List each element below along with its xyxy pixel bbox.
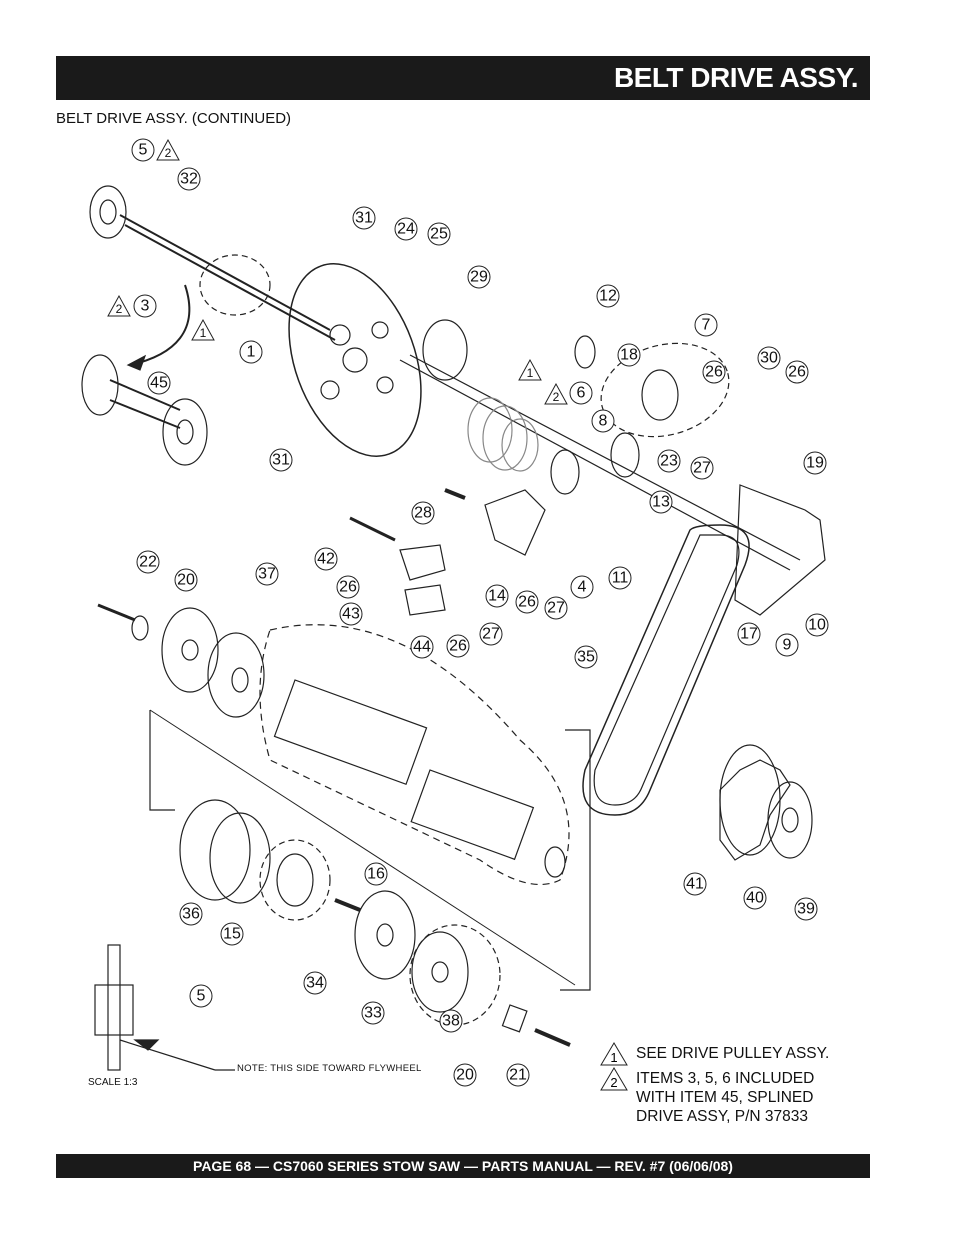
page-footer: PAGE 68 — CS7060 SERIES STOW SAW — PARTS… [193, 1158, 733, 1174]
callout: 37 [258, 566, 276, 583]
callout: 1 [247, 344, 256, 361]
header-bar: BELT DRIVE ASSY. [56, 56, 870, 100]
footer-bar: PAGE 68 — CS7060 SERIES STOW SAW — PARTS… [56, 1154, 870, 1178]
callout: 45 [150, 375, 168, 392]
callout: 10 [808, 617, 826, 634]
callout-triangle: 1 [527, 366, 534, 380]
legend-text-line: DRIVE ASSY, P/N 37833 [636, 1108, 809, 1125]
callout: 7 [702, 317, 711, 334]
legend-text-line: WITH ITEM 45, SPLINED [636, 1089, 814, 1106]
section-subtitle: BELT DRIVE ASSY. (CONTINUED) [56, 110, 292, 127]
callout: 16 [367, 866, 385, 883]
legend-text: SEE DRIVE PULLEY ASSY. [636, 1045, 830, 1062]
callout: 19 [806, 455, 824, 472]
legend-text-line: ITEMS 3, 5, 6 INCLUDED [636, 1070, 815, 1087]
callout: 32 [180, 171, 198, 188]
callout: 29 [470, 269, 488, 286]
callout: 28 [414, 505, 432, 522]
callout: 26 [788, 364, 806, 381]
callout: 26 [705, 364, 723, 381]
callout: 42 [317, 551, 335, 568]
callout: 27 [547, 600, 565, 617]
revision-triangle-icon: 2 [600, 1067, 628, 1091]
callout: 30 [760, 350, 778, 367]
callout: 41 [686, 876, 704, 893]
scale-note: SCALE 1:3 [88, 1077, 138, 1088]
callout: 35 [577, 649, 595, 666]
callout: 8 [599, 413, 608, 430]
callout: 33 [364, 1005, 382, 1022]
callout-triangle: 2 [116, 302, 123, 316]
callout-triangle: 2 [553, 390, 560, 404]
callout: 43 [342, 606, 360, 623]
callout: 26 [339, 579, 357, 596]
callout: 39 [797, 901, 815, 918]
callout: 25 [430, 226, 448, 243]
callout: 31 [355, 210, 373, 227]
callout: 3 [141, 298, 150, 315]
callout-triangle: 1 [200, 326, 207, 340]
callout: 14 [488, 588, 506, 605]
callout: 21 [509, 1067, 527, 1084]
callout: 44 [413, 639, 431, 656]
callout: 27 [482, 626, 500, 643]
legend-item-2: 2 ITEMS 3, 5, 6 INCLUDED WITH ITEM 45, S… [600, 1067, 829, 1126]
legend-item-1: 1 SEE DRIVE PULLEY ASSY. [600, 1042, 830, 1066]
callout: 12 [599, 288, 617, 305]
callout: 23 [660, 453, 678, 470]
callout: 34 [306, 975, 324, 992]
callout: 20 [177, 572, 195, 589]
callout: 6 [577, 385, 586, 402]
callout: 22 [139, 554, 157, 571]
callout: 9 [783, 637, 792, 654]
callout: 40 [746, 890, 764, 907]
svg-text:2: 2 [610, 1075, 617, 1090]
callout: 20 [456, 1067, 474, 1084]
callout: 27 [693, 460, 711, 477]
callout: 26 [518, 594, 536, 611]
page-title: BELT DRIVE ASSY. [613, 62, 859, 93]
callout: 15 [223, 926, 241, 943]
callout: 36 [182, 906, 200, 923]
callout: 4 [578, 579, 587, 596]
revision-triangle-icon: 1 [600, 1042, 628, 1066]
callout: 24 [397, 221, 415, 238]
callout: 13 [652, 494, 670, 511]
callout: 11 [612, 570, 629, 587]
callout: 38 [442, 1013, 460, 1030]
legend: 1 SEE DRIVE PULLEY ASSY. 2 ITEMS 3, 5, 6… [600, 1042, 830, 1132]
callout: 17 [740, 626, 758, 643]
callout: 31 [272, 452, 290, 469]
callout: 5 [139, 142, 148, 159]
svg-text:1: 1 [610, 1050, 617, 1065]
flywheel-note: NOTE: THIS SIDE TOWARD FLYWHEEL [237, 1063, 422, 1074]
callout: 18 [620, 347, 638, 364]
callout-triangle: 2 [165, 146, 172, 160]
callout: 26 [449, 638, 467, 655]
callout: 5 [197, 988, 206, 1005]
